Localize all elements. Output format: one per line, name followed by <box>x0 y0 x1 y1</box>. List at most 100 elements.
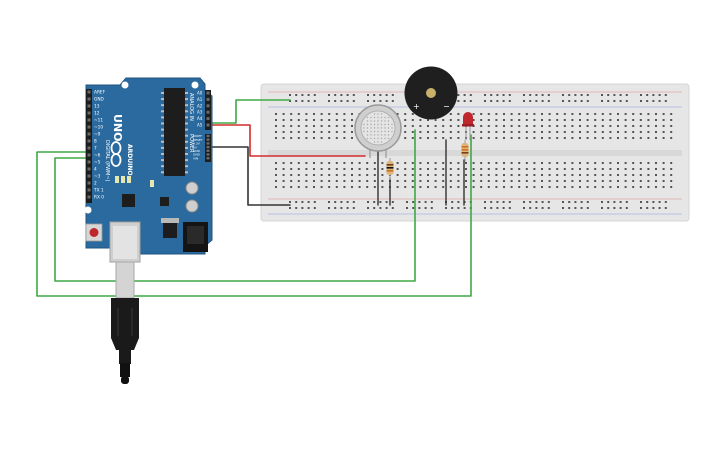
resistor-sensor[interactable] <box>386 158 394 180</box>
atmega-chip <box>164 88 185 176</box>
breadboard-hole <box>632 168 635 170</box>
power-pin[interactable] <box>206 138 210 141</box>
power-pin[interactable] <box>206 153 210 156</box>
breadboard-hole <box>457 174 460 176</box>
mesh-dot <box>366 127 369 129</box>
breadboard-hole <box>518 186 521 188</box>
breadboard-hole <box>305 125 308 127</box>
digital-pin[interactable] <box>87 146 91 150</box>
breadboard-hole <box>579 125 581 127</box>
breadboard-hole <box>307 207 310 209</box>
breadboard-hole <box>571 137 574 139</box>
capacitor <box>185 181 199 195</box>
digital-pin[interactable] <box>87 104 91 108</box>
digital-pin[interactable] <box>87 167 91 171</box>
breadboard-hole <box>594 131 597 133</box>
digital-pin[interactable] <box>87 153 91 157</box>
breadboard-hole <box>662 125 665 127</box>
usb-plug-icon[interactable] <box>111 261 139 384</box>
breadboard-hole <box>340 207 343 209</box>
piezo-buzzer[interactable]: + − <box>404 66 458 120</box>
breadboard-hole <box>290 162 293 164</box>
digital-pin-label: ~6 <box>94 153 101 159</box>
breadboard-hole <box>518 174 521 176</box>
breadboard-hole <box>658 207 661 209</box>
breadboard-hole <box>518 113 521 115</box>
reset-button-icon[interactable] <box>85 223 103 242</box>
wire-green-buzzer[interactable] <box>54 129 416 282</box>
breadboard[interactable] <box>260 83 690 222</box>
breadboard-hole <box>503 162 505 164</box>
breadboard-hole <box>275 125 277 127</box>
breadboard-hole <box>305 162 308 164</box>
wire-red-a0-sensor[interactable] <box>209 124 366 157</box>
mount-hole <box>84 206 92 214</box>
breadboard-hole <box>282 125 285 127</box>
analog-pin[interactable] <box>206 123 210 127</box>
analog-pin[interactable] <box>206 91 210 95</box>
digital-pin[interactable] <box>87 188 91 192</box>
wire-black-gnd-rail[interactable] <box>209 146 291 206</box>
digital-pin[interactable] <box>87 195 91 199</box>
digital-pin[interactable] <box>87 174 91 178</box>
breadboard-hole <box>548 113 551 115</box>
digital-pin[interactable] <box>87 97 91 101</box>
resistor-led[interactable] <box>461 140 469 162</box>
breadboard-hole <box>301 207 304 209</box>
power-pin[interactable] <box>206 142 210 145</box>
digital-pin[interactable] <box>87 118 91 122</box>
analog-pin[interactable] <box>206 110 210 114</box>
breadboard-hole <box>480 168 483 170</box>
gas-sensor[interactable] <box>354 104 402 158</box>
mesh-dot <box>363 127 365 129</box>
breadboard-hole <box>510 125 513 127</box>
breadboard-hole <box>609 113 612 115</box>
breadboard-hole <box>639 174 642 176</box>
breadboard-hole <box>594 180 597 182</box>
breadboard-hole <box>490 207 493 209</box>
mesh-dot <box>384 116 386 119</box>
analog-pin[interactable] <box>206 117 210 121</box>
breadboard-hole <box>442 174 445 176</box>
digital-pin-label: ~3 <box>94 174 101 180</box>
wire-green-led[interactable] <box>36 134 472 297</box>
mesh-dot <box>387 130 390 133</box>
digital-pin[interactable] <box>87 125 91 129</box>
breadboard-hole <box>658 201 661 203</box>
breadboard-hole <box>503 137 505 139</box>
breadboard-hole <box>529 207 532 209</box>
breadboard-hole <box>594 125 597 127</box>
analog-pin[interactable] <box>206 97 210 101</box>
mesh-dot <box>384 123 386 126</box>
power-pin[interactable] <box>206 149 210 152</box>
breadboard-hole <box>434 162 437 164</box>
breadboard-hole <box>647 168 650 170</box>
wire-green-5v-rail[interactable] <box>209 99 291 124</box>
digital-pin[interactable] <box>87 160 91 164</box>
breadboard-hole <box>487 174 490 176</box>
breadboard-hole <box>640 94 642 96</box>
analog-pin-label: A5 <box>197 123 203 128</box>
breadboard-hole <box>563 119 566 121</box>
digital-pin[interactable] <box>87 132 91 136</box>
breadboard-hole <box>624 113 627 115</box>
breadboard-hole <box>290 113 293 115</box>
breadboard-hole <box>655 125 657 127</box>
breadboard-hole <box>490 201 493 203</box>
power-pin[interactable] <box>206 145 210 149</box>
chip-pin <box>185 110 188 113</box>
digital-pin[interactable] <box>87 111 91 115</box>
power-pin[interactable] <box>206 134 210 138</box>
led-red[interactable] <box>462 112 474 140</box>
power-pin[interactable] <box>206 157 210 160</box>
breadboard-hole <box>625 201 628 203</box>
breadboard-hole <box>297 162 300 164</box>
breadboard-hole <box>282 186 285 188</box>
digital-pin[interactable] <box>87 90 91 94</box>
digital-pin[interactable] <box>87 139 91 143</box>
breadboard-hole <box>662 119 665 121</box>
digital-pin[interactable] <box>87 181 91 185</box>
analog-pin[interactable] <box>206 104 210 108</box>
